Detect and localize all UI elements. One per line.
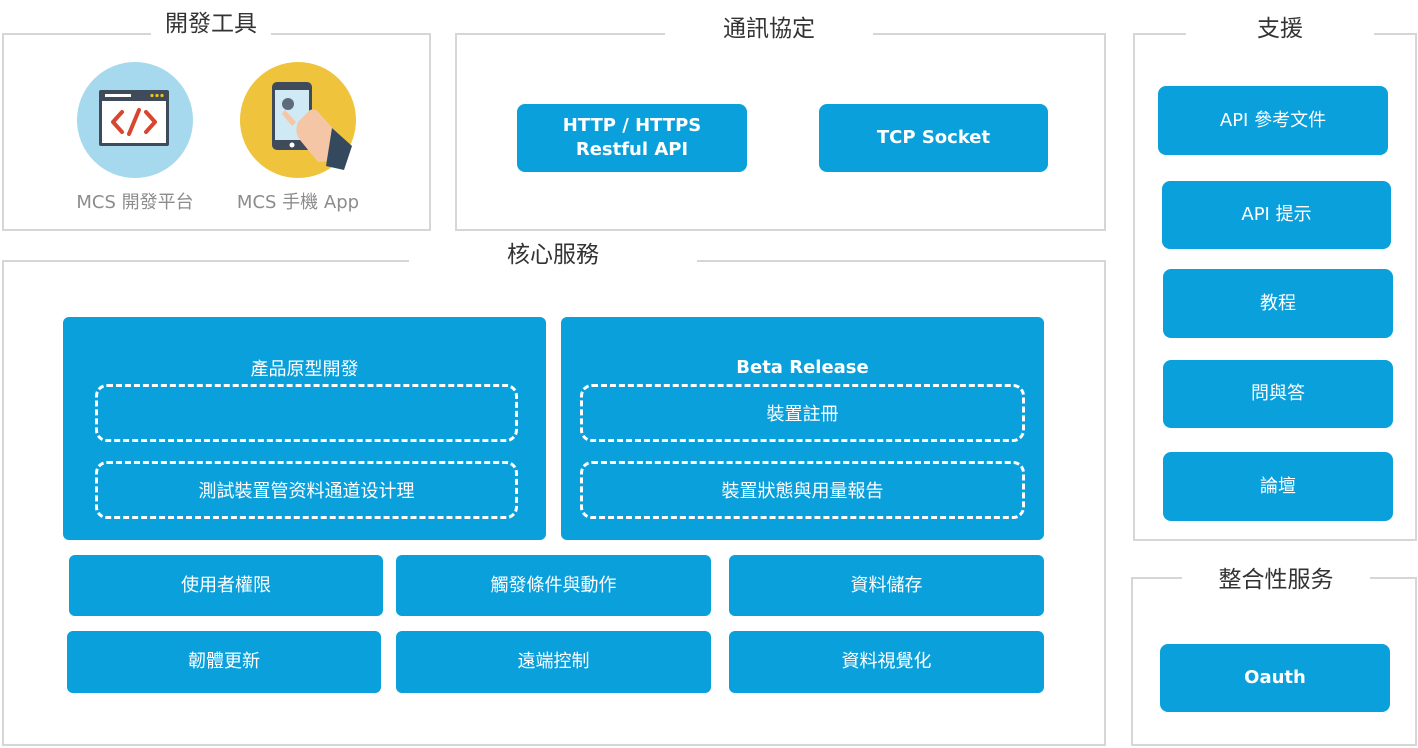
- integration-title: 整合性服务: [1182, 565, 1370, 595]
- triggers-actions-button[interactable]: 觸發條件與動作: [396, 555, 711, 616]
- data-visualization-button[interactable]: 資料視覺化: [729, 631, 1044, 693]
- prototype-slot-empty: [95, 384, 518, 442]
- prototype-panel: 產品原型開發 測試裝置管资料通道设计理: [63, 317, 546, 540]
- dev-tools-title: 開發工具: [151, 9, 271, 39]
- http-restful-button[interactable]: HTTP / HTTPS Restful API: [517, 104, 747, 172]
- code-window-icon[interactable]: [77, 62, 193, 178]
- mobile-app-label: MCS 手機 App: [236, 192, 360, 213]
- forum-button[interactable]: 論壇: [1163, 452, 1393, 521]
- remote-control-button[interactable]: 遠端控制: [396, 631, 711, 693]
- support-title: 支援: [1186, 14, 1374, 44]
- device-status-report-slot[interactable]: 裝置狀態與用量報告: [580, 461, 1025, 519]
- beta-release-title: Beta Release: [736, 357, 869, 378]
- beta-release-panel: Beta Release 裝置註冊 裝置狀態與用量報告: [561, 317, 1044, 540]
- api-reference-button[interactable]: API 參考文件: [1158, 86, 1388, 155]
- mobile-app-icon[interactable]: [240, 62, 356, 178]
- tcp-socket-button[interactable]: TCP Socket: [819, 104, 1048, 172]
- data-storage-button[interactable]: 資料儲存: [729, 555, 1044, 616]
- prototype-title: 產品原型開發: [250, 359, 359, 380]
- device-data-channel-slot[interactable]: 測試裝置管资料通道设计理: [95, 461, 518, 519]
- user-permissions-button[interactable]: 使用者權限: [69, 555, 383, 616]
- device-registration-slot[interactable]: 裝置註冊: [580, 384, 1025, 442]
- api-hints-button[interactable]: API 提示: [1162, 181, 1391, 249]
- faq-button[interactable]: 問與答: [1163, 360, 1393, 428]
- firmware-update-button[interactable]: 韌體更新: [67, 631, 381, 693]
- core-services-title: 核心服務: [409, 240, 697, 270]
- oauth-button[interactable]: Oauth: [1160, 644, 1390, 712]
- dev-platform-label: MCS 開發平台: [76, 192, 194, 213]
- protocols-title: 通訊協定: [665, 14, 873, 44]
- tutorial-button[interactable]: 教程: [1163, 269, 1393, 338]
